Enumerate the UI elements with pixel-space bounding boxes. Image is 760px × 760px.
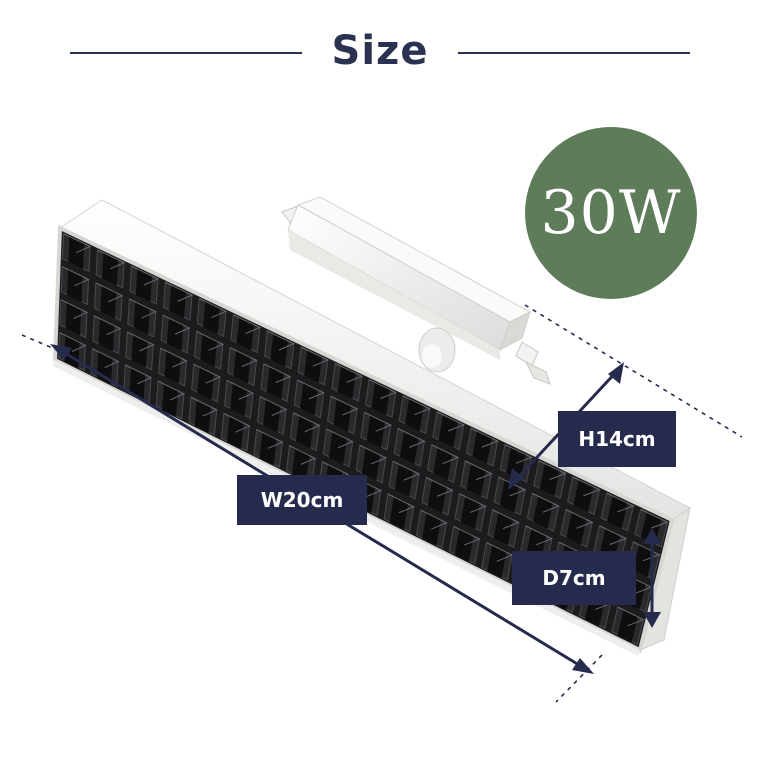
reflector-cell-highlight: [504, 444, 533, 464]
reflector-cell-highlight: [297, 379, 325, 400]
reflector-cell-highlight: [59, 332, 87, 353]
reflector-cell-highlight: [599, 525, 628, 545]
reflector-cell-highlight: [131, 265, 160, 286]
reflector-cell-highlight: [425, 477, 454, 497]
reflector-cell-highlight: [267, 330, 296, 351]
reflector-cell-highlight: [62, 266, 90, 287]
reflector-cell-highlight: [162, 314, 191, 335]
reflector-cell-highlight: [190, 396, 218, 417]
reflector-cell-highlight: [470, 427, 499, 448]
reflector-cell-highlight: [387, 493, 415, 514]
page-title: Size: [331, 28, 429, 74]
title-rule-right: [458, 52, 690, 54]
reflector-cell-highlight: [160, 347, 188, 368]
reflector-cell-highlight: [617, 606, 645, 627]
reflector-cell-highlight: [464, 460, 493, 481]
reflector-cell-highlight: [263, 363, 292, 384]
reflector-cell-highlight: [420, 509, 448, 530]
reflector-cell-highlight: [60, 299, 89, 320]
reflector-cell-highlight: [223, 412, 251, 433]
reflector-cell-highlight: [256, 429, 284, 449]
reflector-cell-highlight: [538, 460, 567, 480]
reflector-cell-highlight: [300, 346, 330, 367]
reflector-cell-highlight: [193, 363, 221, 384]
reflector-cell-highlight: [392, 460, 421, 481]
reflector-cell-highlight: [97, 249, 126, 270]
reflector-cell-highlight: [125, 364, 153, 385]
reflector-cell-highlight: [326, 428, 354, 449]
reflector-cell-highlight: [196, 331, 225, 351]
reflector-cell-highlight: [93, 315, 122, 336]
reflector-cell-highlight: [157, 380, 186, 401]
wattage-badge: 30W: [525, 127, 697, 299]
reflector-grille: [58, 232, 669, 646]
reflector-cell-highlight: [330, 395, 359, 416]
reflector-cell-highlight: [359, 444, 388, 465]
reflector-cell-highlight: [632, 541, 661, 562]
title-rule-left: [70, 52, 302, 54]
reflector-cell-highlight: [565, 509, 594, 529]
depth-label: D7cm: [512, 551, 636, 605]
reflector-cell-highlight: [95, 282, 124, 303]
track-adapter: [281, 196, 551, 385]
reflector-cell-highlight: [293, 412, 321, 433]
reflector-cell-highlight: [364, 411, 393, 432]
reflector-cell-highlight: [165, 281, 194, 302]
reflector-cell-highlight: [63, 233, 92, 254]
reflector-cell-highlight: [436, 411, 465, 432]
width-label: W20cm: [237, 475, 367, 525]
reflector-cell-highlight: [229, 347, 258, 367]
reflector-cell-highlight: [289, 445, 317, 465]
reflector-cell-highlight: [640, 508, 669, 529]
reflector-cell-highlight: [226, 380, 255, 400]
reflector-cell-highlight: [572, 476, 601, 497]
reflector-cell-highlight: [498, 476, 527, 497]
reflector-cell-highlight: [431, 444, 460, 465]
reflector-cell-highlight: [368, 379, 397, 399]
reflector-cell-highlight: [129, 298, 157, 319]
reflector-cell-highlight: [492, 509, 520, 530]
reflector-cell-highlight: [525, 525, 554, 546]
reflector-cell-highlight: [532, 492, 560, 513]
reflector-cell-highlight: [453, 525, 481, 546]
reflector-cell-highlight: [127, 331, 155, 352]
height-label: H14cm: [558, 411, 676, 467]
reflector-cell-highlight: [606, 492, 635, 513]
reflector-cell-highlight: [199, 298, 228, 318]
wattage-text: 30W: [540, 178, 682, 248]
reflector-cell-highlight: [259, 396, 288, 416]
reflector-cell-highlight: [459, 493, 487, 513]
reflector-cell-highlight: [334, 363, 364, 383]
reflector-cell-highlight: [402, 395, 431, 416]
reflector-cell-highlight: [233, 314, 262, 335]
reflector-cell-highlight: [397, 428, 426, 448]
reflector-cell-highlight: [92, 348, 120, 369]
